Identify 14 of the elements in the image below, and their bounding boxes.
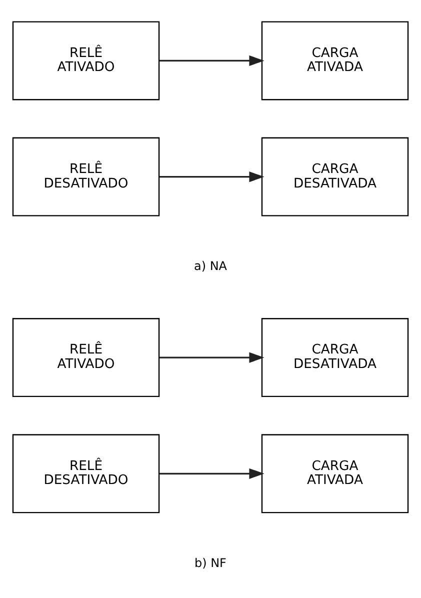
node-box: CARGA DESATIVADA <box>261 318 409 397</box>
arrow <box>159 468 264 478</box>
node-box: RELÊ DESATIVADO <box>12 136 160 216</box>
node-box: RELÊ ATIVADO <box>12 318 160 397</box>
node-box: RELÊ ATIVADO <box>12 20 160 100</box>
node-box: CARGA ATIVADA <box>261 20 409 100</box>
arrow <box>159 352 264 362</box>
label: b) NF <box>194 556 226 570</box>
arrow <box>159 54 264 66</box>
node-box: RELÊ DESATIVADO <box>12 434 160 513</box>
arrow <box>159 171 264 182</box>
node-box: CARGA DESATIVADA <box>261 136 409 216</box>
node-box: CARGA ATIVADA <box>261 434 409 513</box>
label: a) NA <box>194 258 227 273</box>
